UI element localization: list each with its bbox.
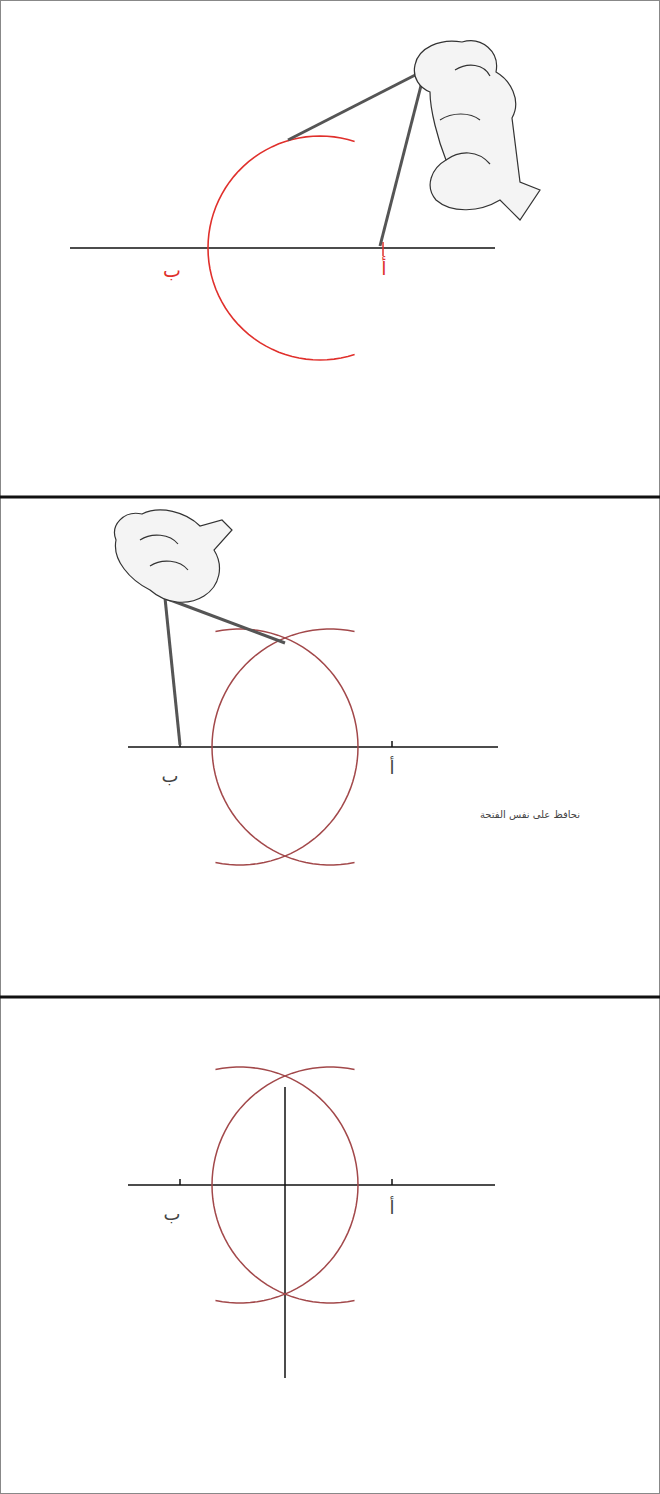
base-line [128,746,498,748]
point-label: ب [164,1204,181,1224]
point-label: أ [389,758,394,778]
point-label: ب [163,260,181,281]
base-line [70,247,495,249]
panel-divider [0,496,660,499]
compass-arc [215,629,358,865]
note-text: نحافظ على نفس الفتحة [480,809,580,820]
base-line [128,1184,495,1186]
compass-arc [212,629,355,865]
compass-arc [215,1067,358,1303]
point-label: أ [389,1198,394,1218]
point-mark [382,242,384,256]
panel-divider [0,996,660,999]
point-label: أ [381,258,386,279]
point-mark [179,1179,181,1185]
compass-hand [288,41,540,246]
point-label: ب [162,766,179,786]
point-mark [391,741,393,747]
perpendicular-bisector [284,1087,286,1378]
compass-hand [115,510,285,745]
point-mark [391,1179,393,1185]
compass-arc [212,1067,355,1303]
compass-arc [208,136,355,360]
